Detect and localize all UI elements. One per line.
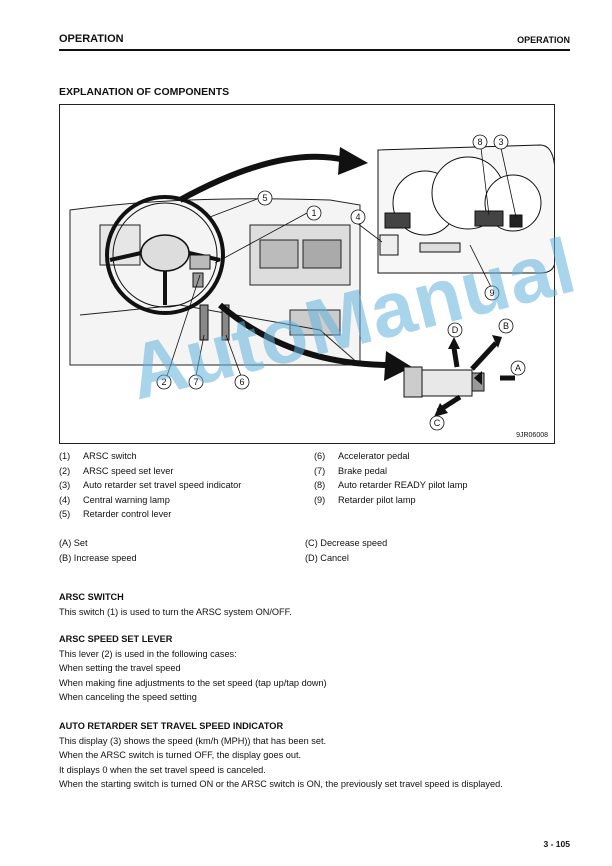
arsc-lever-section: ARSC SPEED SET LEVER This lever (2) is u… [59,632,570,705]
callout-9: 9 [489,288,494,298]
legend-item: (3)Auto retarder set travel speed indica… [59,480,242,491]
section-title: EXPLANATION OF COMPONENTS [59,86,230,98]
directions-legend-right: (C) Decrease speed (D) Cancel [305,536,387,565]
legend-item: (9)Retarder pilot lamp [314,494,416,505]
legend-item: (1)ARSC switch [59,451,137,461]
section-heading: ARSC SPEED SET LEVER [59,634,173,644]
section-heading: ARSC SWITCH [59,592,124,602]
body-line: This switch (1) is used to turn the ARSC… [59,606,292,617]
callout-1: 1 [311,208,316,218]
legend-item: (6)Accelerator pedal [314,451,410,461]
body-line: When making fine adjustments to the set … [59,677,327,688]
legend-item: (2)ARSC speed set lever [59,465,174,476]
speed-indicator-section: AUTO RETARDER SET TRAVEL SPEED INDICATOR… [59,719,570,792]
callout-8: 8 [477,137,482,147]
callout-4: 4 [355,212,360,222]
body-line: When setting the travel speed [59,663,181,674]
callout-6: 6 [239,377,244,387]
callout-2: 2 [161,377,166,387]
figure-id: 9JR06008 [516,432,548,439]
callout-5: 5 [262,193,267,203]
components-figure: 5 1 2 7 6 4 8 3 9 D B A C 9JR06008 [59,104,555,444]
label-A: A [515,363,521,373]
body-line: This lever (2) is used in the following … [59,648,237,659]
legend-item: (8)Auto retarder READY pilot lamp [314,480,468,491]
label-D: D [452,325,459,335]
components-legend-left: (1)ARSC switch (2)ARSC speed set lever (… [59,449,241,522]
components-legend-right: (6)Accelerator pedal (7)Brake pedal (8)A… [314,449,468,507]
directions-legend-left: (A) Set (B) Increase speed [59,536,137,565]
legend-item: (4)Central warning lamp [59,494,170,505]
section-heading: AUTO RETARDER SET TRAVEL SPEED INDICATOR [59,721,284,731]
cab-illustration: 5 1 2 7 6 4 8 3 9 D B A C [69,134,554,431]
direction-item: (D) Cancel [305,552,349,563]
direction-item: (B) Increase speed [59,552,137,563]
direction-item: (A) Set [59,538,88,548]
direction-item: (C) Decrease speed [305,538,388,548]
page-number: 3 - 105 [543,839,570,849]
header-left-title: OPERATION [59,33,124,45]
body-line: When the ARSC switch is turned OFF, the … [59,750,302,761]
callout-3: 3 [498,137,503,147]
label-C: C [434,418,441,428]
arsc-switch-section: ARSC SWITCH This switch (1) is used to t… [59,590,570,619]
page-header: OPERATION OPERATION [59,33,570,51]
callout-7: 7 [193,377,198,387]
body-line: When canceling the speed setting [59,692,197,703]
legend-item: (7)Brake pedal [314,465,388,476]
body-line: It displays 0 when the set travel speed … [59,764,266,775]
legend-item: (5)Retarder control lever [59,509,172,520]
body-line: This display (3) shows the speed (km/h (… [59,735,327,746]
label-B: B [503,321,509,331]
body-line: When the starting switch is turned ON or… [59,779,503,790]
header-right-title: OPERATION [517,35,570,45]
